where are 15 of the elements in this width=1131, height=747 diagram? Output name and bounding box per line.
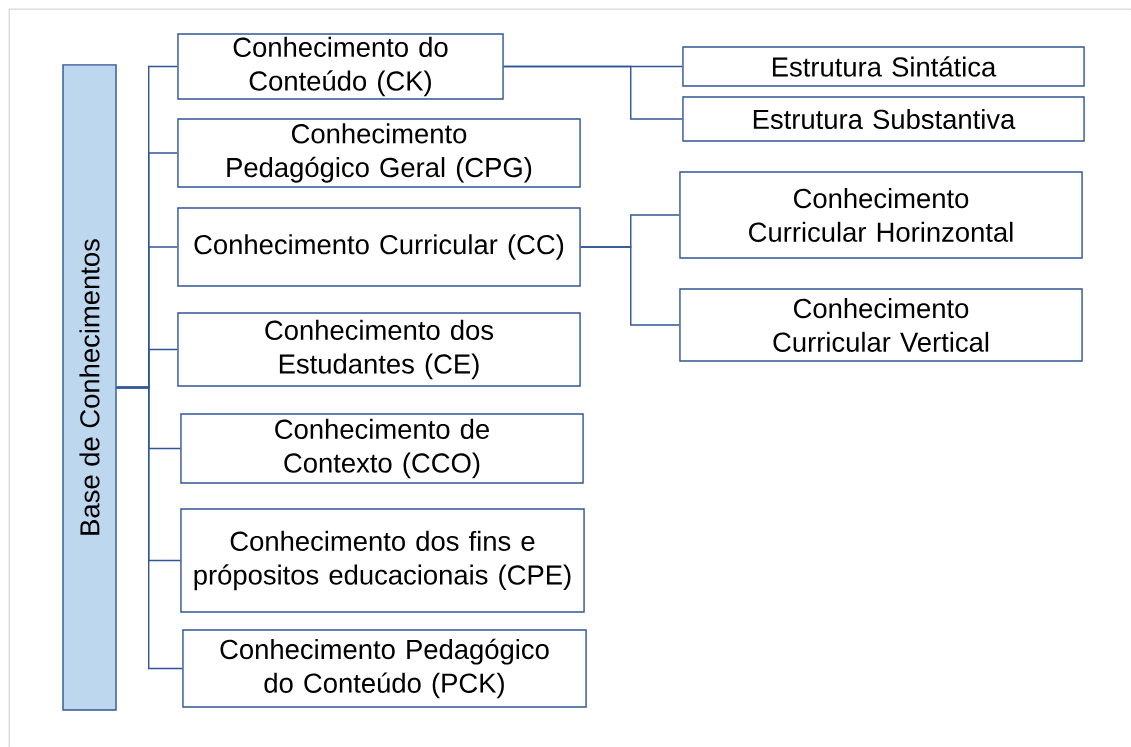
knowledge-box: Conhecimento Curricular Vertical [679, 288, 1083, 362]
knowledge-box: Conhecimento dos fins e própositos educacionais (CPE) [180, 508, 585, 613]
knowledge-box: Conhecimento do Conteúdo (CK) [177, 33, 504, 100]
knowledge-box: Conhecimento de Contexto (CCO) [180, 413, 584, 484]
vertical-label-box: Base de Conhecimentos [62, 64, 117, 711]
connector [116, 386, 183, 670]
knowledge-box: Conhecimento Curricular Horinzontal [679, 171, 1083, 259]
knowledge-box: Conhecimento Pedagógico do Conteúdo (PCK) [182, 629, 587, 708]
knowledge-box: Conhecimento Pedagógico Geral (CPG) [177, 118, 581, 188]
knowledge-box: Estrutura Sintática [682, 46, 1085, 87]
connector [503, 65, 683, 120]
knowledge-box: Conhecimento Curricular (CC) [177, 207, 581, 287]
connector [580, 246, 680, 326]
knowledge-box: Estrutura Substantiva [682, 96, 1085, 142]
knowledge-box: Conhecimento dos Estudantes (CE) [177, 312, 581, 387]
